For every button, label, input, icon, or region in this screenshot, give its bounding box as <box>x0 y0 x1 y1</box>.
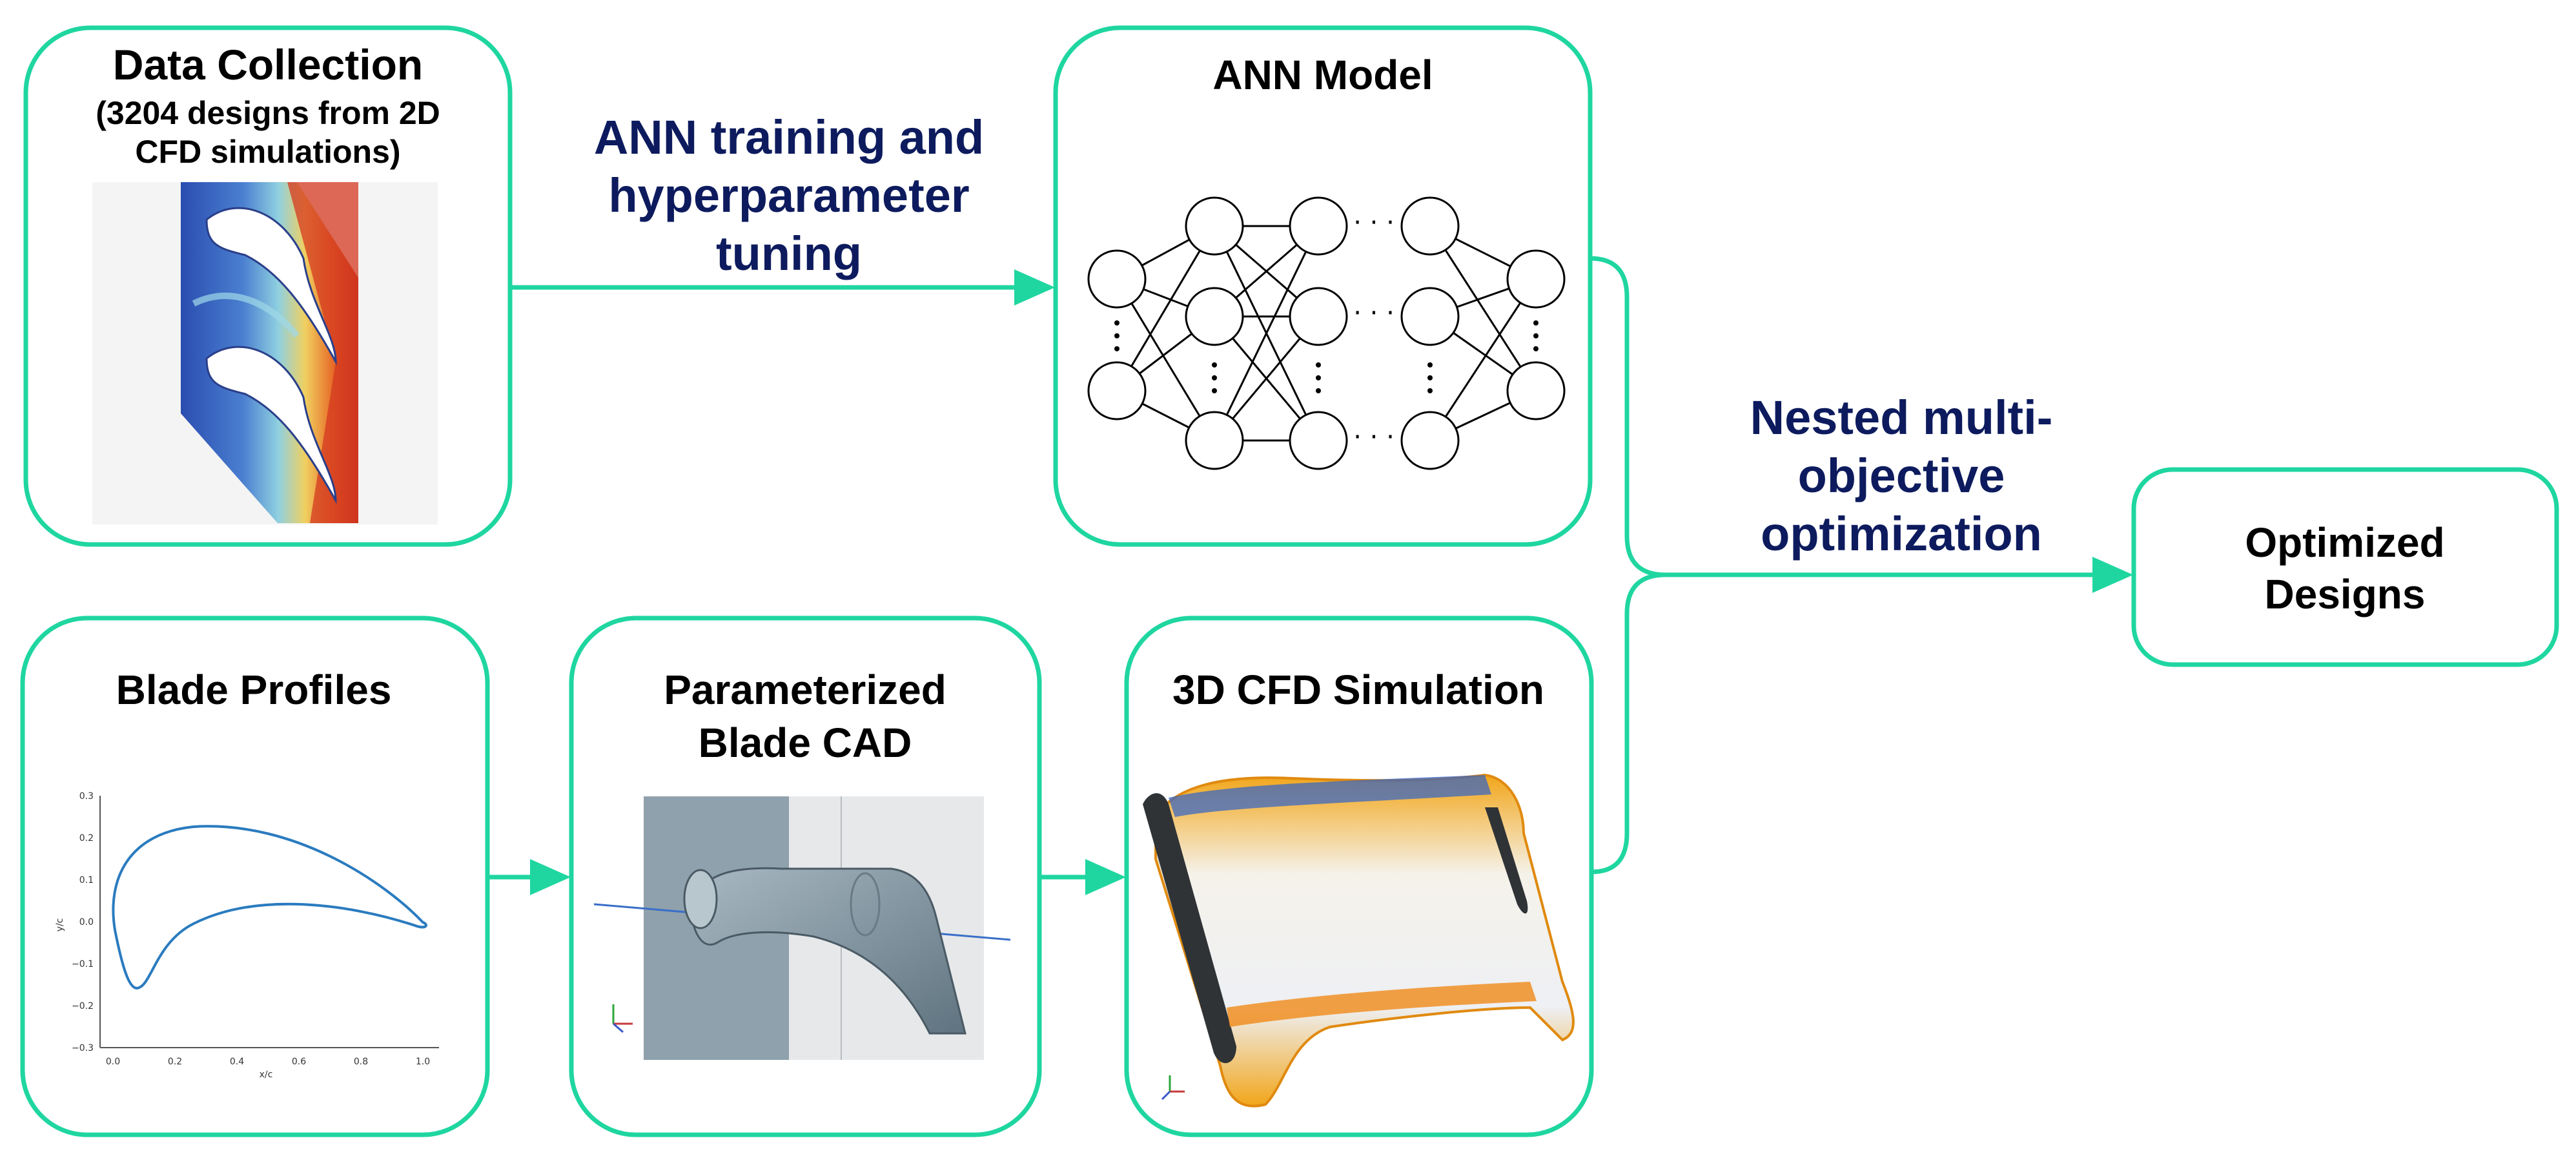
profile-y-ticks: 0.3 0.2 0.1 0.0 −0.1 −0.2 −0.3 <box>72 791 94 1053</box>
optimized-designs-box <box>2131 467 2559 667</box>
ytick-5: −0.2 <box>72 1001 94 1011</box>
blade-profiles-title: Blade Profiles <box>116 667 392 713</box>
blade-cad-title-1: Parameterized <box>664 667 946 713</box>
xtick-3: 0.6 <box>292 1057 306 1067</box>
xtick-1: 0.2 <box>168 1057 182 1067</box>
xtick-4: 0.8 <box>354 1057 368 1067</box>
data-collection-subtitle-1: (3204 designs from 2D <box>96 95 440 131</box>
ann-training-label-3: tuning <box>716 227 862 280</box>
ytick-4: −0.1 <box>72 959 94 969</box>
nn-ellipsis-bottom: · · · <box>1353 422 1395 452</box>
blade-cad-title-2: Blade CAD <box>699 720 912 766</box>
ann-training-label-1: ANN training and <box>594 110 984 164</box>
cfd-contour-image <box>92 182 438 524</box>
connector-ann-to-merge <box>1590 256 1666 577</box>
ann-model-box <box>1053 25 1593 547</box>
ytick-0: 0.3 <box>79 791 94 802</box>
nested-optimization-label-3: optimization <box>1761 507 2042 561</box>
optimized-designs-title-2: Designs <box>2265 571 2426 617</box>
cfd-3d-title: 3D CFD Simulation <box>1172 667 1544 713</box>
data-collection-title: Data Collection <box>113 41 423 88</box>
xtick-0: 0.0 <box>106 1057 120 1067</box>
nested-optimization-label-1: Nested multi- <box>1750 391 2053 444</box>
optimized-designs-title-1: Optimized <box>2245 519 2444 566</box>
data-collection-subtitle-2: CFD simulations) <box>135 134 400 170</box>
neural-network-diagram <box>1087 196 1566 470</box>
blade-cad-render <box>593 796 1011 1060</box>
ytick-6: −0.3 <box>72 1043 94 1053</box>
ann-model-title: ANN Model <box>1212 52 1433 98</box>
ytick-2: 0.1 <box>79 875 94 886</box>
3d-cfd-render <box>1143 773 1575 1108</box>
ann-training-label-2: hyperparameter <box>608 169 969 222</box>
xtick-5: 1.0 <box>416 1057 430 1067</box>
airfoil-profile-plot <box>99 796 439 1048</box>
connector-cfd-to-merge <box>1591 572 1666 875</box>
profile-y-label: y/c <box>55 918 65 932</box>
nn-ellipsis-middle: · · · <box>1353 298 1395 328</box>
nn-ellipsis-top: · · · <box>1353 208 1395 238</box>
profile-x-label: x/c <box>260 1070 273 1080</box>
ytick-1: 0.2 <box>79 833 94 844</box>
xtick-2: 0.4 <box>230 1057 244 1067</box>
ytick-3: 0.0 <box>79 917 94 927</box>
profile-x-ticks: 0.0 0.2 0.4 0.6 0.8 1.0 <box>106 1057 430 1067</box>
nested-optimization-label-2: objective <box>1798 449 2005 502</box>
